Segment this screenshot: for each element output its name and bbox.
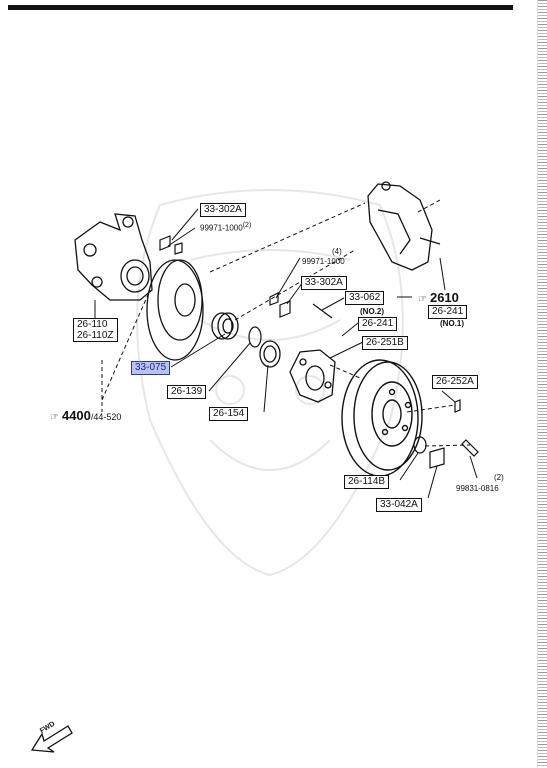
leader-lines xyxy=(94,208,478,499)
part-label-26-252a: 26-252A xyxy=(432,375,478,389)
note-99971-1000-top: 99971-1000(2) xyxy=(200,222,252,233)
part-label-26-139: 26-139 xyxy=(167,385,207,399)
wheel-bearing xyxy=(211,312,239,340)
part-label-26-251b: 26-251B xyxy=(362,336,408,350)
oil-seal xyxy=(259,340,281,368)
hardware xyxy=(159,235,479,469)
steering-knuckle xyxy=(74,213,153,301)
part-label-26-110: 26-110 26-110Z xyxy=(73,318,118,342)
part-label-33-042a: 33-042A xyxy=(376,498,422,512)
part-label-26-241-no2: 26-241 xyxy=(358,317,398,331)
note-no1: (NO.1) xyxy=(440,319,464,328)
brake-caliper xyxy=(367,181,441,271)
part-label-33-302a-mid: 33-302A xyxy=(301,276,347,290)
note-no2: (NO.2) xyxy=(360,307,384,316)
note-99831-qty: (2) xyxy=(494,473,504,482)
snap-ring xyxy=(248,326,262,348)
note-99971-qty: (4) xyxy=(332,247,342,256)
part-label-33-062: 33-062 xyxy=(345,291,385,305)
assembly-lines xyxy=(101,199,471,447)
part-label-26-241-no1: 26-241 xyxy=(428,305,468,319)
note-99831-0816: 99831-0816 xyxy=(456,484,499,493)
dust-shield xyxy=(146,259,204,361)
brake-disc xyxy=(341,359,423,477)
note-99971-1000-mid: 99971-1000 xyxy=(302,257,345,266)
part-label-26-114b: 26-114B xyxy=(344,475,390,489)
part-label-33-302a-top: 33-302A xyxy=(200,203,246,217)
fwd-arrow-icon xyxy=(30,725,73,753)
part-26-110: 26-110 xyxy=(77,319,108,330)
watermark xyxy=(136,189,404,577)
part-26-110z: 26-110Z xyxy=(77,330,114,341)
part-label-33-075-highlighted[interactable]: 33-075 xyxy=(131,361,171,375)
ref-2610: ☞2610 xyxy=(418,290,459,305)
header-rule xyxy=(8,5,513,10)
ref-4400: ☞4400/44-520 xyxy=(50,408,122,423)
wheel-hub xyxy=(289,349,336,403)
part-label-26-154: 26-154 xyxy=(209,407,249,421)
edge-strip xyxy=(537,0,547,768)
